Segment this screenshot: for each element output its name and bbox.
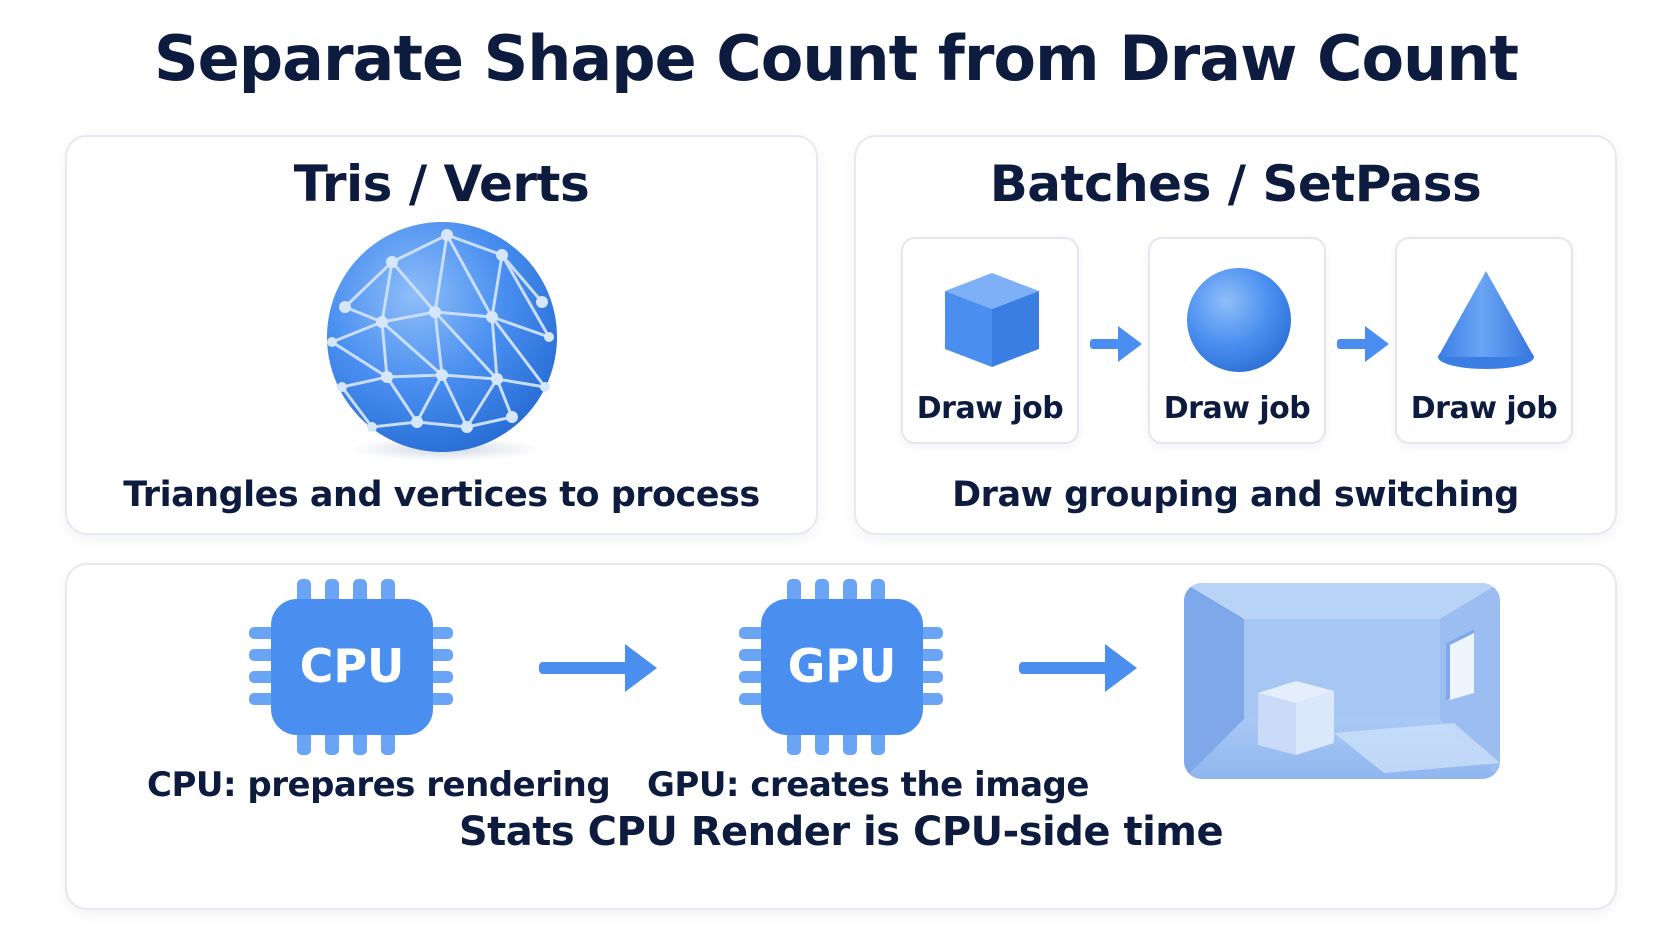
- draw-job-card-cone: Draw job: [1395, 237, 1573, 444]
- draw-job-label: Draw job: [1410, 391, 1558, 426]
- batches-setpass-caption: Draw grouping and switching: [952, 475, 1519, 515]
- stats-caption: Stats CPU Render is CPU-side time: [458, 809, 1224, 855]
- gpu-chip-icon: GPU: [737, 577, 947, 757]
- arrow-right-icon: [539, 644, 657, 692]
- tris-verts-caption: Triangles and vertices to process: [123, 475, 760, 515]
- arrow-right-icon: [1337, 326, 1389, 362]
- batches-setpass-heading: Batches / SetPass: [989, 155, 1482, 213]
- page-title: Separate Shape Count from Draw Count: [154, 22, 1519, 95]
- sphere-icon: [1187, 268, 1291, 372]
- cpu-chip-icon: CPU: [247, 577, 457, 757]
- arrow-right-icon: [1090, 326, 1142, 362]
- tris-verts-panel: Tris / Verts: [65, 135, 818, 535]
- gpu-chip-label: GPU: [787, 639, 897, 693]
- cpu-step-label: CPU: prepares rendering: [147, 765, 611, 805]
- draw-job-label: Draw job: [1163, 391, 1311, 426]
- draw-job-card-sphere: Draw job: [1148, 237, 1326, 444]
- tris-verts-heading: Tris / Verts: [293, 155, 590, 213]
- cone-icon: [1438, 271, 1534, 369]
- cpu-chip-label: CPU: [299, 639, 405, 693]
- draw-job-card-cube: Draw job: [901, 237, 1079, 444]
- rendered-room-image-icon: [1184, 583, 1500, 779]
- draw-job-label: Draw job: [916, 391, 1064, 426]
- arrow-right-icon: [1019, 644, 1137, 692]
- batches-setpass-panel: Batches / SetPass Draw job Draw job: [854, 135, 1617, 535]
- cube-icon: [945, 273, 1039, 367]
- cpu-gpu-pipeline-panel: CPU CPU: prepares rendering GPU GPU: cre…: [65, 563, 1617, 910]
- wireframe-sphere-icon: [327, 222, 557, 461]
- gpu-step-label: GPU: creates the image: [647, 765, 1089, 805]
